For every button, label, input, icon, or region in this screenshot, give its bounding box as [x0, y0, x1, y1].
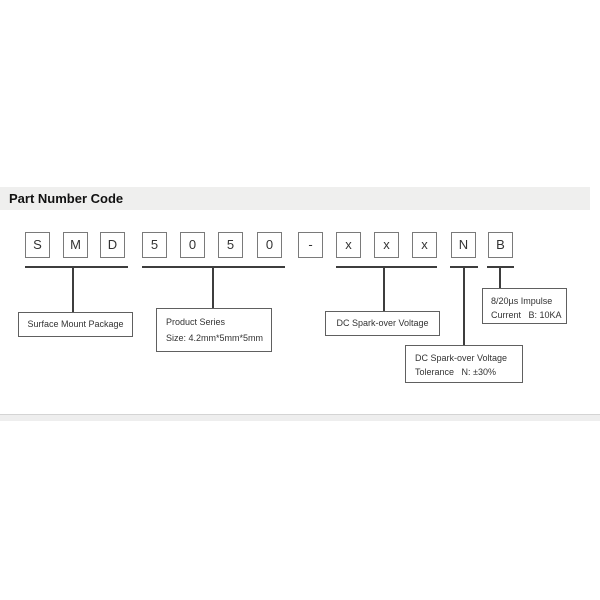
callout-impulse-line1: 8/20µs Impulse — [491, 296, 553, 306]
code-cell-9: x — [336, 232, 361, 258]
code-cell-4: 5 — [142, 232, 167, 258]
leader-smd — [72, 266, 74, 312]
leader-tolerance — [463, 266, 465, 345]
section-title: Part Number Code — [0, 187, 590, 210]
callout-impulse-line2: Current B: 10KA — [491, 310, 562, 320]
code-cell-1: S — [25, 232, 50, 258]
page-break-divider — [0, 414, 600, 421]
callout-product-series-line2: Size: 4.2mm*5mm*5mm — [166, 333, 264, 343]
leader-impulse — [499, 266, 501, 288]
leader-series — [212, 266, 214, 308]
leader-voltage — [383, 266, 385, 311]
code-cell-7: 0 — [257, 232, 282, 258]
callout-tolerance-line1: DC Spark-over Voltage — [415, 353, 508, 363]
code-cell-2: M — [63, 232, 88, 258]
callout-dc-spark-tolerance: DC Spark-over Voltage Tolerance N: ±30% — [405, 345, 523, 383]
code-cell-10: x — [374, 232, 399, 258]
code-cell-12: N — [451, 232, 476, 258]
callout-impulse-current: 8/20µs Impulse Current B: 10KA — [482, 288, 567, 324]
code-cell-5: 0 — [180, 232, 205, 258]
callout-surface-mount-package: Surface Mount Package — [18, 312, 133, 337]
underline-voltage-group — [336, 266, 437, 268]
callout-product-series: Product Series Size: 4.2mm*5mm*5mm — [156, 308, 272, 352]
callout-product-series-line1: Product Series — [166, 317, 226, 327]
callout-dc-spark-over-line1: DC Spark-over Voltage — [336, 318, 429, 328]
underline-smd-group — [25, 266, 128, 268]
code-cell-6: 5 — [218, 232, 243, 258]
code-cell-8: - — [298, 232, 323, 258]
code-cell-11: x — [412, 232, 437, 258]
callout-dc-spark-over-voltage: DC Spark-over Voltage — [325, 311, 440, 336]
code-cell-3: D — [100, 232, 125, 258]
code-cell-13: B — [488, 232, 513, 258]
callout-surface-mount-line1: Surface Mount Package — [27, 319, 124, 329]
callout-tolerance-line2: Tolerance N: ±30% — [415, 367, 496, 377]
